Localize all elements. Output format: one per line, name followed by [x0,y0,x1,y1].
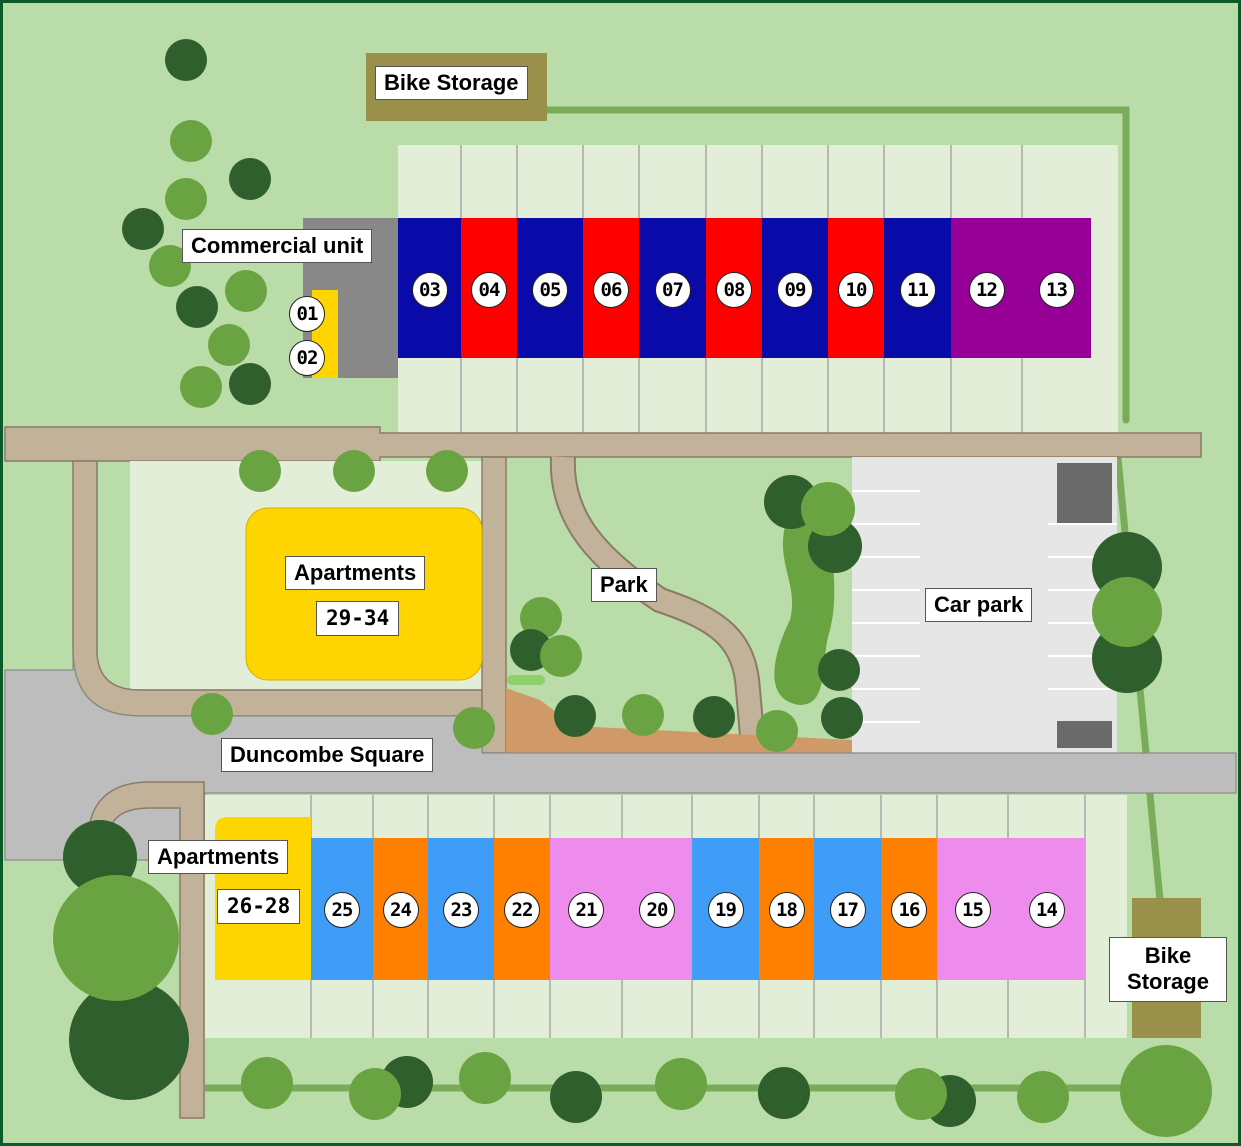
tree [333,450,375,492]
unit-marker-22: 22 [504,892,540,928]
tree [818,649,860,691]
tree [180,366,222,408]
unit-marker-05: 05 [532,272,568,308]
tree [554,695,596,737]
tree [170,120,212,162]
unit-marker-14: 14 [1028,892,1065,928]
tree [69,980,189,1100]
unit-marker-18: 18 [768,892,805,928]
unit-marker-10: 10 [838,272,874,308]
street-name-label: Duncombe Square [221,738,434,773]
southwest-footpath [89,781,205,1119]
unit-marker-23: 23 [443,892,479,928]
tree [149,245,191,287]
bike-storage-right-label: Bike Storage [1109,937,1227,1002]
tree [122,208,164,250]
car-park-bays [852,490,1117,723]
unit-marker-15: 15 [954,892,991,928]
apartments-lower-label: Apartments [148,840,289,875]
tree [225,270,267,312]
tree [758,1067,810,1119]
duncombe-square-road [4,649,1237,861]
tree [165,39,207,81]
bike-storage-top-label: Bike Storage [375,66,528,101]
park-path-fill [551,456,763,736]
tree [540,635,582,677]
tree [1120,1045,1212,1137]
unit-marker-09: 09 [777,272,813,308]
car-park-label: Car park [925,588,1033,623]
apartments-upper-building [245,507,483,681]
unit-marker-02: 02 [289,340,325,376]
tree [1092,577,1162,647]
unit-marker-24: 24 [382,892,419,928]
apartments-upper-label: Apartments [285,556,426,591]
tree [229,363,271,405]
unit-marker-16: 16 [891,892,927,928]
tree [693,696,735,738]
tree [176,286,218,328]
trees [53,39,1212,1137]
unit-marker-13: 13 [1038,272,1075,308]
tree [239,450,281,492]
unit-marker-19: 19 [707,892,744,928]
tree [756,710,798,752]
unit-marker-07: 07 [654,272,691,308]
unit-marker-25: 25 [324,892,360,928]
unit-marker-04: 04 [471,272,507,308]
car-park-structure-bottom [1057,721,1112,748]
tree [622,694,664,736]
unit-marker-17: 17 [829,892,866,928]
tree [655,1058,707,1110]
tree [1017,1071,1069,1123]
tree [426,450,468,492]
tree [165,178,207,220]
tree [520,597,562,639]
tree [459,1052,511,1104]
park-label: Park [591,568,657,603]
unit-marker-20: 20 [639,892,675,928]
unit-marker-12: 12 [968,272,1005,308]
unit-marker-08: 08 [716,272,752,308]
tree [801,482,855,536]
tree [349,1068,401,1120]
tree [895,1068,947,1120]
tree [453,707,495,749]
tree [229,158,271,200]
tree [208,324,250,366]
tree [241,1057,293,1109]
unit-marker-06: 06 [593,272,629,308]
unit-marker-03: 03 [411,272,448,308]
apartments-lower-range: 26-28 [217,889,301,925]
commercial-unit-label: Commercial unit [182,229,373,264]
tree [191,693,233,735]
tree [53,875,179,1001]
tree [550,1071,602,1123]
south-house-blocks [311,838,1085,980]
bike-storage-right-text: Bike Storage [1127,943,1209,995]
apartments-side-path [481,456,507,754]
apartments-upper-range: 29-34 [316,601,400,637]
car-park-structure-top [1057,463,1112,523]
unit-marker-11: 11 [899,272,936,308]
unit-marker-01: 01 [289,296,325,332]
north-house-blocks [398,218,1091,358]
tree [821,697,863,739]
unit-marker-21: 21 [568,892,604,928]
